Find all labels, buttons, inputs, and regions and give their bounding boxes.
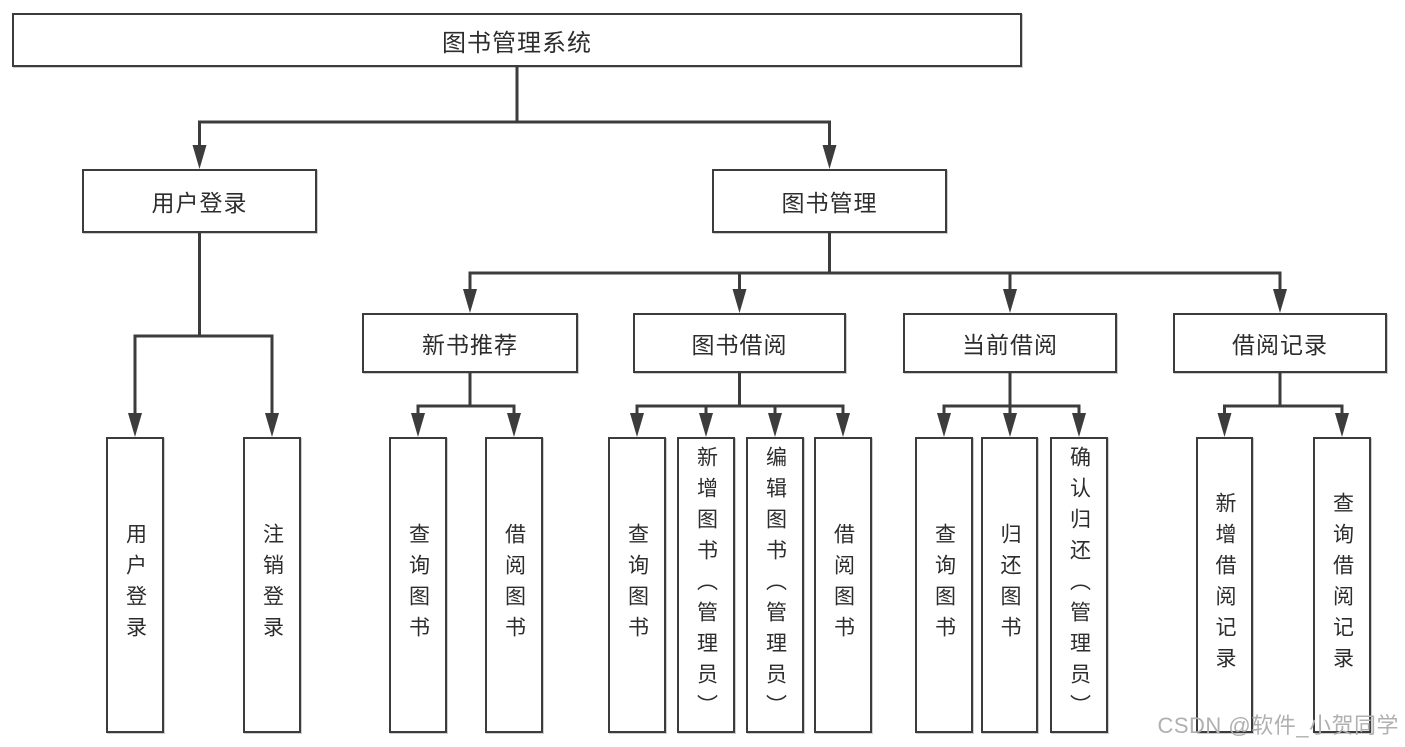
node-book-borrow: 图书借阅 — [633, 313, 846, 373]
connector-root-to-level2 — [192, 65, 837, 169]
connector-book-mgmt-to-level3 — [463, 231, 1287, 313]
leaf-cb-return-books: 归还图书 — [981, 437, 1038, 733]
arrow-down-icon — [699, 413, 713, 437]
arrow-down-icon — [1273, 289, 1287, 313]
node-new-book-recommend: 新书推荐 — [362, 313, 578, 373]
connector-borrow-records-to-leaves — [1217, 371, 1349, 437]
leaf-bb-borrow-books: 借阅图书 — [814, 437, 872, 733]
arrow-down-icon — [507, 413, 521, 437]
connector-book-borrow-to-leaves — [630, 371, 850, 437]
leaf-user-login-label: 用户登录 — [123, 523, 147, 647]
leaf-nbr-borrow-books: 借阅图书 — [485, 437, 543, 733]
node-borrow-records-label: 借阅记录 — [1232, 332, 1328, 358]
leaf-logout-login-label: 注销登录 — [260, 523, 284, 647]
arrow-down-icon — [1335, 413, 1349, 437]
arrow-down-icon — [836, 413, 850, 437]
leaf-nbr-query-books-label: 查询图书 — [406, 523, 430, 647]
leaf-bb-edit-books-admin-label: 编辑图书（管理员） — [763, 445, 787, 725]
arrow-down-icon — [768, 413, 782, 437]
arrow-down-icon — [265, 413, 279, 437]
leaf-br-add-record-label: 新增借阅记录 — [1213, 492, 1236, 678]
node-book-borrow-label: 图书借阅 — [691, 332, 788, 358]
leaf-bb-borrow-books-label: 借阅图书 — [831, 523, 855, 647]
leaf-cb-query-books-label: 查询图书 — [932, 523, 956, 647]
node-user-login: 用户登录 — [82, 169, 317, 233]
arrow-down-icon — [630, 413, 644, 437]
arrow-down-icon — [192, 145, 207, 169]
leaf-cb-query-books: 查询图书 — [915, 437, 973, 733]
node-borrow-records: 借阅记录 — [1173, 313, 1387, 373]
arrow-down-icon — [1003, 289, 1017, 313]
arrow-down-icon — [463, 289, 477, 313]
leaf-bb-add-books-admin-label: 新增图书（管理员） — [694, 445, 718, 725]
node-current-borrow-label: 当前借阅 — [962, 332, 1058, 358]
leaf-bb-query-books: 查询图书 — [608, 437, 666, 733]
arrow-down-icon — [128, 413, 142, 437]
connector-new-books-to-leaves — [411, 371, 521, 437]
leaf-cb-confirm-return-admin-label: 确认归还（管理员） — [1067, 445, 1091, 725]
leaf-cb-return-books-label: 归还图书 — [998, 523, 1021, 647]
leaf-bb-add-books-admin: 新增图书（管理员） — [677, 437, 735, 733]
node-library-system-label: 图书管理系统 — [442, 29, 592, 57]
leaf-cb-confirm-return-admin: 确认归还（管理员） — [1050, 437, 1108, 733]
csdn-watermark: CSDN @软件_小贺同学 — [1157, 713, 1399, 738]
node-user-login-label: 用户登录 — [151, 190, 248, 216]
arrow-down-icon — [732, 289, 747, 313]
arrow-down-icon — [822, 145, 837, 169]
leaf-logout-login: 注销登录 — [243, 437, 301, 733]
leaf-bb-edit-books-admin: 编辑图书（管理员） — [746, 437, 804, 733]
leaf-bb-query-books-label: 查询图书 — [625, 523, 649, 647]
leaf-br-query-record: 查询借阅记录 — [1313, 437, 1371, 733]
arrow-down-icon — [1003, 413, 1017, 437]
connector-user-login-to-leaves — [128, 231, 279, 437]
arrow-down-icon — [411, 413, 425, 437]
leaf-nbr-query-books: 查询图书 — [389, 437, 447, 733]
leaf-br-add-record: 新增借阅记录 — [1196, 437, 1253, 733]
leaf-user-login: 用户登录 — [106, 437, 164, 733]
node-book-management-label: 图书管理 — [781, 190, 878, 216]
arrow-down-icon — [1217, 413, 1232, 437]
node-book-management: 图书管理 — [712, 169, 947, 233]
node-library-system: 图书管理系统 — [12, 13, 1022, 67]
node-new-book-recommend-label: 新书推荐 — [422, 332, 518, 358]
node-current-borrow: 当前借阅 — [903, 313, 1117, 373]
leaf-br-query-record-label: 查询借阅记录 — [1330, 492, 1354, 678]
connector-current-borrow-to-leaves — [937, 371, 1086, 437]
leaf-nbr-borrow-books-label: 借阅图书 — [502, 523, 526, 647]
arrow-down-icon — [1072, 413, 1086, 437]
arrow-down-icon — [937, 413, 951, 437]
